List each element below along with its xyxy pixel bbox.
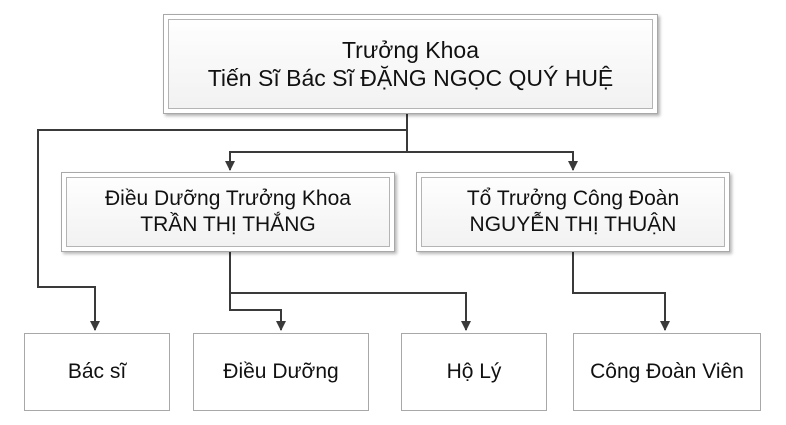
connector-head-to-nurse-head xyxy=(225,113,408,171)
node-head: Trưởng Khoa Tiến Sĩ Bác Sĩ ĐẶNG NGỌC QUÝ… xyxy=(163,14,658,114)
connector-nurse-head-to-orderly xyxy=(230,292,471,331)
node-union-head: Tổ Trưởng Công Đoàn NGUYỄN THỊ THUẬN xyxy=(416,172,730,252)
node-nurse-head: Điều Dưỡng Trưởng Khoa TRẦN THỊ THẮNG xyxy=(61,172,395,252)
node-orderly: Hộ Lý xyxy=(401,333,547,411)
node-head-title: Trưởng Khoa xyxy=(341,36,480,63)
connector-head-to-doctor xyxy=(37,129,407,331)
node-nurse-head-name: TRẦN THỊ THẮNG xyxy=(140,213,316,236)
node-nurse: Điều Dưỡng xyxy=(193,333,369,411)
node-doctor: Bác sĩ xyxy=(24,333,170,411)
connector-nurse-head-to-nurse xyxy=(229,252,286,331)
connector-union-head-to-member xyxy=(572,252,670,331)
node-union-head-name: NGUYỄN THỊ THUẬN xyxy=(469,213,677,236)
node-union-member-label: Công Đoàn Viên xyxy=(590,360,744,384)
connector-head-to-union-head xyxy=(407,151,578,171)
node-head-name: Tiến Sĩ Bác Sĩ ĐẶNG NGỌC QUÝ HUỆ xyxy=(207,65,614,91)
node-doctor-label: Bác sĩ xyxy=(67,360,127,384)
node-nurse-label: Điều Dưỡng xyxy=(223,360,339,384)
node-union-member: Công Đoàn Viên xyxy=(573,333,761,411)
node-orderly-label: Hộ Lý xyxy=(446,360,502,384)
node-nurse-head-title: Điều Dưỡng Trưởng Khoa xyxy=(105,187,351,211)
node-union-head-title: Tổ Trưởng Công Đoàn xyxy=(466,187,680,211)
